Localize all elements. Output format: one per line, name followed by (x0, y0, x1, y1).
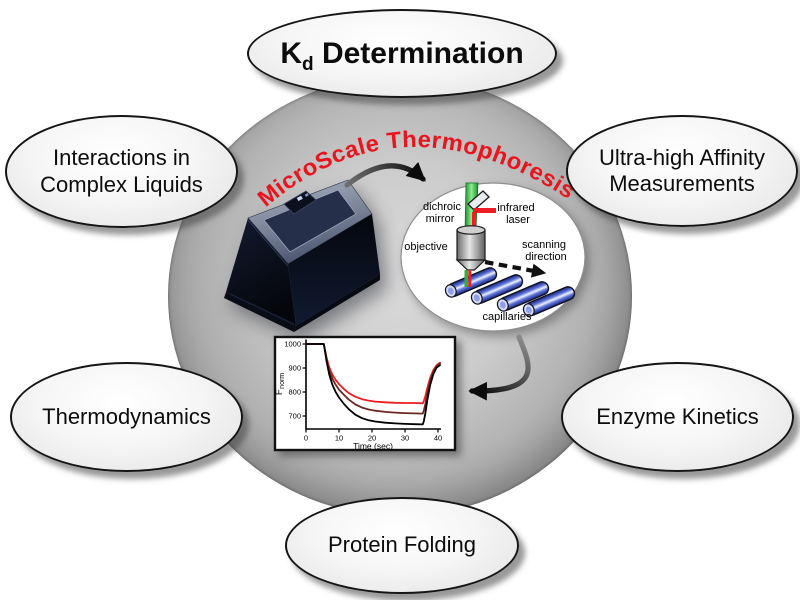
screen-glyph (304, 192, 309, 197)
bubble-thermodynamics: Thermodynamics (10, 362, 243, 472)
chart-frame (273, 335, 457, 452)
y-tick-label: 1000 (284, 340, 301, 349)
instrument-drawer-line (229, 293, 295, 325)
screen-glyph (296, 195, 303, 202)
objective-label: objective (404, 241, 447, 253)
y-tick-label: 800 (288, 388, 301, 397)
optics-inset: dichroic mirror infrared laser objective… (400, 182, 586, 332)
instrument-edge-highlight (247, 219, 289, 267)
instrument-top-panel (263, 189, 357, 253)
arrow-instrument-to-inset (344, 162, 426, 188)
focus-beam-red (468, 270, 472, 287)
fnorm-chart: 0 10 20 30 40 700 800 900 1000 Time (sec) Fnorm (273, 335, 457, 452)
chart-ticks: 0 10 20 30 40 700 800 900 1000 (284, 340, 442, 443)
bubble-protein-folding: Protein Folding (285, 497, 519, 594)
bubble-label: Kd Determination (280, 36, 524, 75)
bubble-label: Protein Folding (328, 532, 476, 558)
instrument-right-face (288, 214, 380, 326)
scanning-direction-arrow (484, 259, 547, 278)
infrared-laser-label: laser (506, 214, 530, 226)
capillaries-group (444, 267, 576, 317)
y-axis-label: Fnorm (274, 373, 286, 395)
chart-series (305, 343, 441, 426)
x-axis-label: Time (sec) (353, 441, 393, 451)
bubble-label: Enzyme Kinetics (596, 403, 759, 429)
dichroic-mirror (467, 190, 490, 211)
x-tick-label: 10 (335, 434, 343, 443)
arc-title: MicroScale Thermophoresis (252, 126, 580, 212)
arrow-inset-to-chart (468, 334, 531, 401)
dichroic-mirror-label: dichroic (423, 201, 461, 213)
ir-beam-vertical (472, 212, 476, 230)
series-red (305, 343, 441, 405)
y-tick-label: 700 (288, 412, 301, 421)
x-tick-label: 20 (368, 434, 376, 443)
series-black (305, 343, 441, 426)
infrared-laser-label: infrared (497, 202, 534, 214)
bubble-kd-determination: Kd Determination (247, 9, 557, 98)
instrument-photo (224, 179, 380, 332)
ir-beam-horizontal (473, 208, 496, 213)
scanning-direction-label: direction (525, 251, 567, 263)
focus-beam-green (464, 270, 469, 287)
y-tick-label: 900 (288, 364, 301, 373)
objective-top (456, 225, 486, 235)
x-tick-label: 40 (434, 434, 442, 443)
objective-cone (455, 259, 487, 271)
instrument-screen (283, 190, 317, 215)
instrument-base (224, 292, 296, 332)
dichroic-mirror-label: mirror (426, 213, 455, 225)
capillaries-label: capillaries (483, 311, 532, 323)
x-tick-label: 30 (401, 434, 409, 443)
x-tick-label: 0 (304, 434, 308, 443)
series-dark-red (305, 343, 441, 415)
instrument-front-face (226, 218, 296, 326)
scanning-direction-label: scanning (522, 239, 566, 251)
instrument-base (294, 274, 380, 332)
bubble-label: Thermodynamics (42, 403, 211, 429)
bubble-enzyme-kinetics: Enzyme Kinetics (561, 362, 794, 472)
